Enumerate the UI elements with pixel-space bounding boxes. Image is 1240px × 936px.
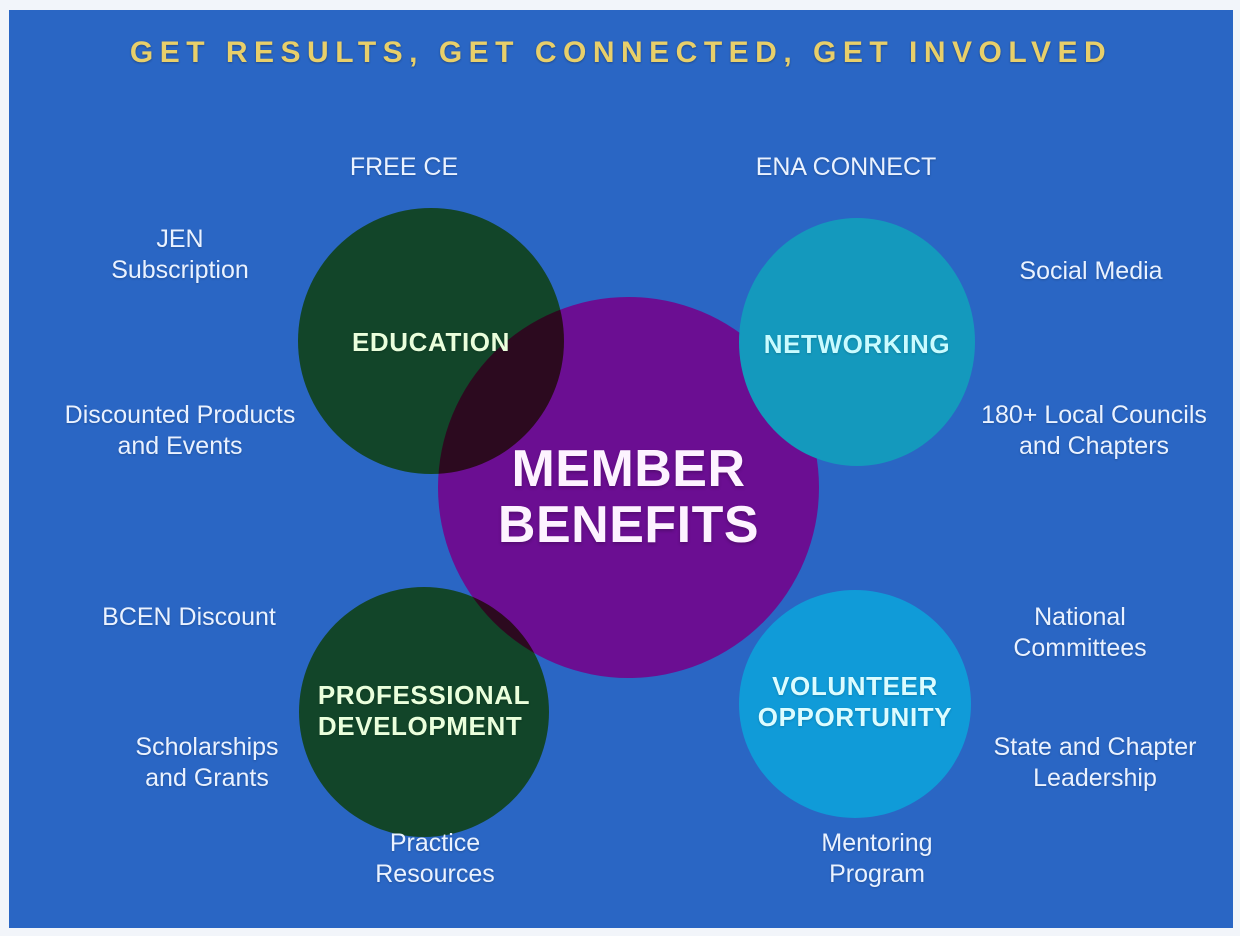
caption-local-councils: 180+ Local Councils and Chapters <box>981 401 1207 460</box>
circle-label-networking: NETWORKING <box>763 328 951 359</box>
circle-professional-development-label-wrap: PROFESSIONAL DEVELOPMENT <box>299 586 549 836</box>
caption-bcen-discount: BCEN Discount <box>102 603 276 631</box>
circle-label-education: EDUCATION <box>351 326 511 357</box>
hub-label: MEMBER BENEFITS <box>497 439 760 554</box>
caption-ena-connect: ENA CONNECT <box>755 153 937 181</box>
circle-label-professional-development: PROFESSIONAL DEVELOPMENT <box>317 680 531 741</box>
circle-education-label-wrap: EDUCATION <box>298 209 564 475</box>
caption-national-committees: National Committees <box>1013 603 1147 662</box>
circle-volunteer-opportunity: VOLUNTEER OPPORTUNITY <box>739 590 971 818</box>
infographic-panel: GET RESULTS, GET CONNECTED, GET INVOLVED… <box>9 10 1233 928</box>
caption-state-chapter-leadership: State and Chapter Leadership <box>993 733 1197 792</box>
caption-social-media: Social Media <box>1019 257 1163 285</box>
circle-professional-development <box>299 587 549 837</box>
page-title: GET RESULTS, GET CONNECTED, GET INVOLVED <box>129 36 1113 69</box>
caption-scholarships-grants: Scholarships and Grants <box>135 733 279 792</box>
circle-networking: NETWORKING <box>739 218 975 466</box>
caption-discounted-products: Discounted Products and Events <box>64 401 296 460</box>
caption-practice-resources: Practice Resources <box>375 829 495 888</box>
circle-education <box>298 208 564 474</box>
circle-label-volunteer-opportunity: VOLUNTEER OPPORTUNITY <box>757 671 953 732</box>
venn-diagram: MEMBER BENEFITS NETWORKING VOLUNTEER OPP… <box>9 10 1233 928</box>
caption-jen-subscription: JEN Subscription <box>111 225 249 284</box>
caption-free-ce: FREE CE <box>349 153 459 181</box>
caption-mentoring-program: Mentoring Program <box>821 829 933 888</box>
